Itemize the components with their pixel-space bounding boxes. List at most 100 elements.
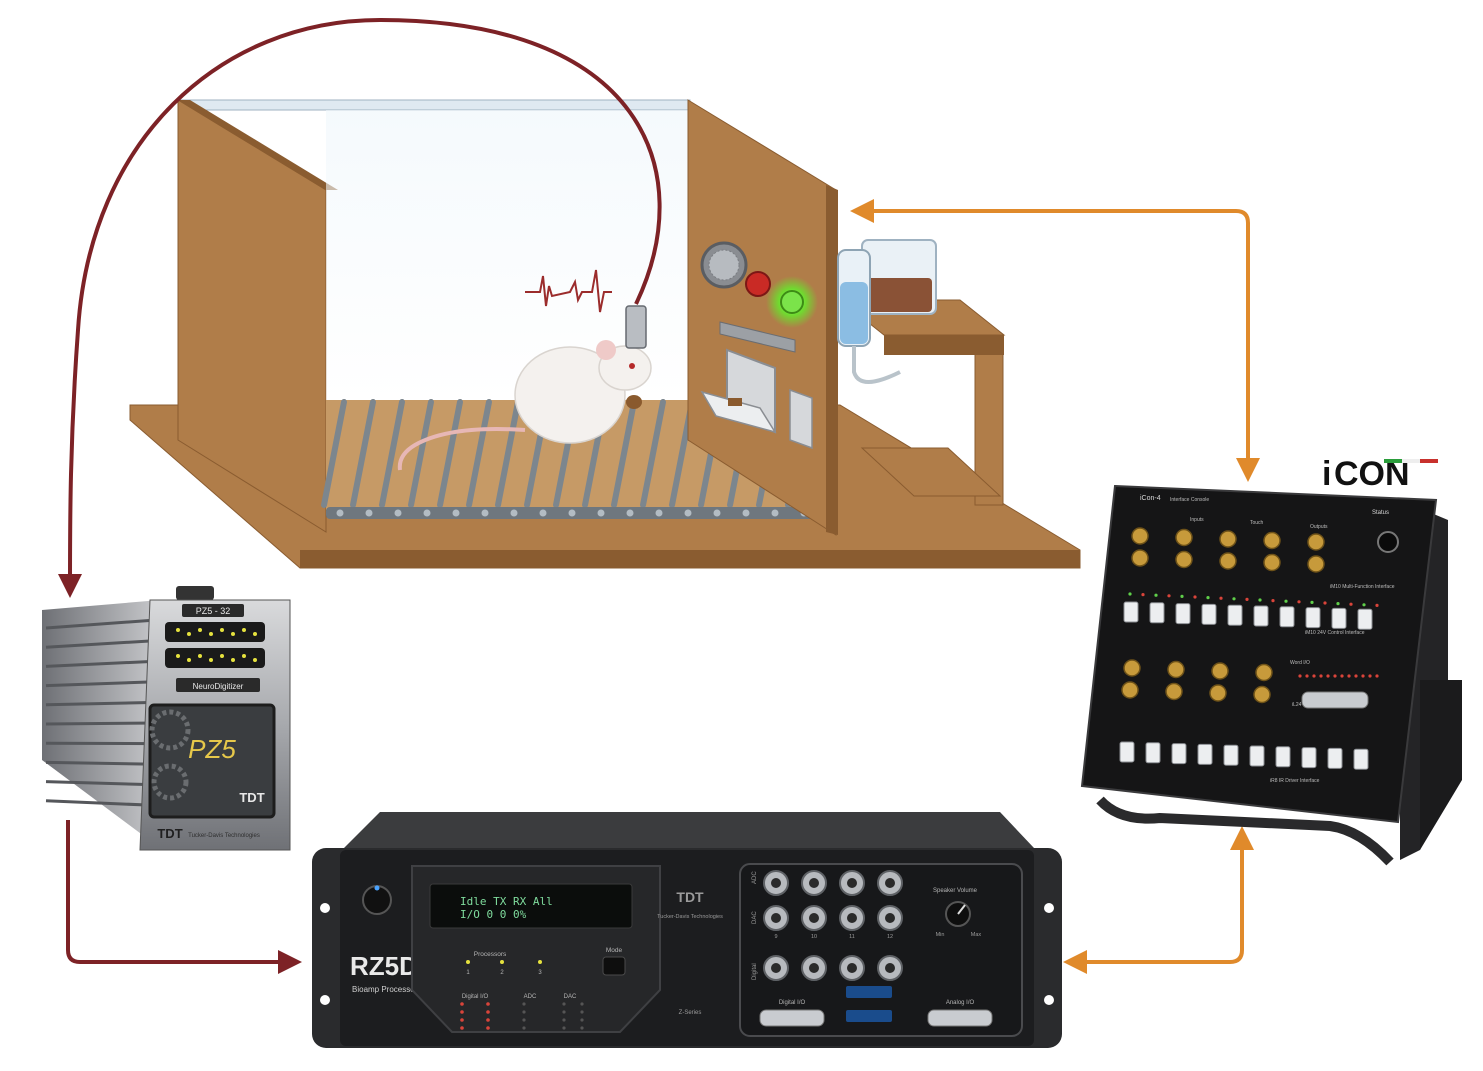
rz5d-max-label: Max xyxy=(971,932,982,938)
icon-terminal-block[interactable] xyxy=(1331,607,1347,629)
icon-terminal-block[interactable] xyxy=(1227,604,1243,626)
pz5-fin xyxy=(45,700,157,707)
pz5-neurodigitizer: PZ5 - 32 NeuroDigitizer PZ5 TDT TDT Tuck… xyxy=(42,586,291,851)
analog-led xyxy=(580,1018,584,1022)
rz5d-dac-label: DAC xyxy=(564,994,577,1000)
icon-status-led xyxy=(1154,593,1158,597)
icon-dsub-port[interactable] xyxy=(1301,691,1369,709)
icon-bnc[interactable] xyxy=(1131,549,1149,567)
icon-bnc[interactable] xyxy=(1175,528,1193,547)
analog-led xyxy=(522,1018,526,1022)
icon-bnc[interactable] xyxy=(1209,684,1227,702)
icon-flag-red xyxy=(1420,459,1438,463)
icon-dio-led xyxy=(1305,674,1309,678)
proc-num-3: 3 xyxy=(538,970,542,976)
icon-terminal-block[interactable] xyxy=(1249,745,1265,767)
icon-terminal-block[interactable] xyxy=(1305,607,1321,629)
icon-flag-white xyxy=(1402,459,1420,463)
proc-num-2: 2 xyxy=(500,970,504,976)
icon-terminal-block[interactable] xyxy=(1201,603,1217,625)
rat-icon xyxy=(397,340,652,471)
digital-io-led xyxy=(460,1018,464,1022)
icon-dio-led xyxy=(1312,674,1316,678)
rz5d-bnc-connectors xyxy=(763,870,903,981)
rz5d-processor: RZ5D Bioamp Processor Idle TX RX All I/O… xyxy=(312,812,1062,1048)
rz5d-optical-port-2[interactable] xyxy=(846,1010,892,1022)
proc-led-1 xyxy=(466,960,470,964)
pz5-fin xyxy=(45,760,157,766)
pz5-led xyxy=(253,658,257,662)
pz5-led xyxy=(176,654,180,658)
rz5d-icon-arrow xyxy=(1063,826,1254,974)
rz5d-optical-port-1[interactable] xyxy=(846,986,892,998)
icon-bnc[interactable] xyxy=(1255,663,1273,682)
icon-terminal-block[interactable] xyxy=(1357,608,1373,630)
icon-bnc[interactable] xyxy=(1253,685,1271,704)
icon-interface-console: iCon-4 Interface Console Status Inputs T… xyxy=(1080,484,1462,866)
pz5-led xyxy=(209,658,213,662)
icon-terminal-block[interactable] xyxy=(1353,748,1369,770)
pz5-bottom-brand: TDT xyxy=(157,826,182,841)
grid-rivet xyxy=(481,509,489,517)
pz5-screen-logo: PZ5 xyxy=(188,734,236,764)
rz5d-speaker-label: Speaker Volume xyxy=(933,888,978,894)
icon-bnc[interactable] xyxy=(1219,552,1237,570)
icon-status-led xyxy=(1167,594,1171,598)
proc-led-3 xyxy=(538,960,542,964)
icon-bnc[interactable] xyxy=(1219,530,1237,548)
pz5-screen-gear-1 xyxy=(149,709,191,751)
icon-status-led xyxy=(1141,593,1145,597)
icon-bnc[interactable] xyxy=(1165,682,1183,701)
grid-floor-rail xyxy=(326,507,826,519)
pz5-handle xyxy=(176,586,214,600)
icon-bnc[interactable] xyxy=(1175,550,1193,569)
rz5d-series: Z-Series xyxy=(679,1010,702,1016)
icon-terminal-block[interactable] xyxy=(1327,747,1343,769)
icon-bnc[interactable] xyxy=(1263,553,1281,572)
icon-bnc[interactable] xyxy=(1131,527,1149,545)
icon-aux-jack[interactable] xyxy=(1377,531,1399,553)
analog-led xyxy=(580,1002,584,1006)
rz5d-digital-io-port[interactable] xyxy=(759,1009,825,1027)
icon-bnc[interactable] xyxy=(1263,531,1281,550)
analog-led xyxy=(580,1010,584,1014)
icon-bnc[interactable] xyxy=(1307,533,1325,551)
icon-terminal-block[interactable] xyxy=(1171,743,1187,765)
icon-terminal-block[interactable] xyxy=(1145,742,1161,764)
icon-terminal-block[interactable] xyxy=(1175,603,1191,625)
icon-terminal-block[interactable] xyxy=(1119,741,1135,763)
icon-status-led xyxy=(1297,600,1301,604)
icon-terminal-block[interactable] xyxy=(1123,601,1139,623)
icon-terminal-block[interactable] xyxy=(1197,743,1213,765)
water-bottle-fill xyxy=(840,282,868,344)
pz5-cooling-fins xyxy=(45,618,157,807)
pz5-screen-gear-2 xyxy=(151,763,189,801)
rz5d-mode-button[interactable] xyxy=(602,956,626,976)
grid-rivet xyxy=(394,509,402,517)
grid-rivet xyxy=(568,509,576,517)
pz5-fin xyxy=(45,680,157,688)
icon-terminal-block[interactable] xyxy=(1149,602,1165,624)
icon-terminal-block[interactable] xyxy=(1275,746,1291,768)
icon-bnc[interactable] xyxy=(1167,660,1185,679)
rz5d-analog-io-port[interactable] xyxy=(927,1009,993,1027)
neural-tether-arrow xyxy=(58,17,662,598)
rz5d-digital-io-label: Digital I/O xyxy=(462,994,489,1000)
icon-dio-led xyxy=(1347,674,1351,678)
icon-status-led xyxy=(1310,600,1314,605)
pz5-led-bar-1 xyxy=(165,622,265,642)
icon-bnc[interactable] xyxy=(1307,555,1325,573)
icon-terminal-block[interactable] xyxy=(1301,747,1317,769)
icon-inputs-label: Inputs xyxy=(1190,517,1204,523)
headstage-connector xyxy=(625,305,647,349)
icon-word-io-label: Word I/O xyxy=(1290,660,1310,666)
icon-bnc[interactable] xyxy=(1121,681,1139,699)
speaker-grille-inner xyxy=(708,249,740,281)
icon-bnc[interactable] xyxy=(1211,662,1229,680)
grid-rivet xyxy=(742,509,750,517)
rz5d-ear-hole-bl xyxy=(320,995,330,1005)
icon-terminal-block[interactable] xyxy=(1223,744,1239,766)
icon-terminal-block[interactable] xyxy=(1253,605,1269,627)
icon-terminal-block[interactable] xyxy=(1279,606,1295,628)
icon-bnc[interactable] xyxy=(1123,659,1141,677)
